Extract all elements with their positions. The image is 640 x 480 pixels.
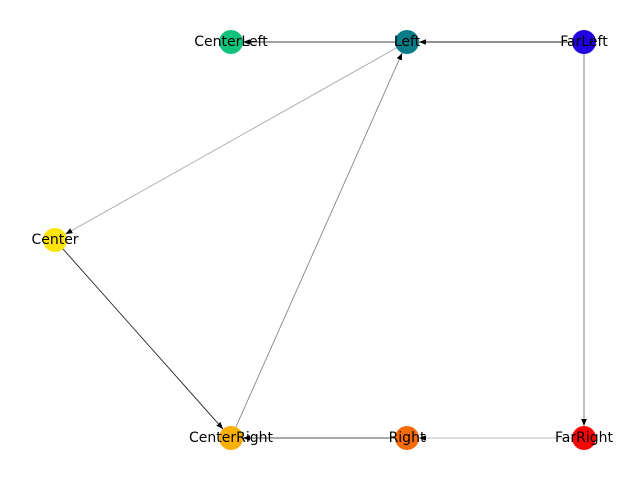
node-centerleft: CenterLeft	[194, 30, 268, 54]
node-label: Right	[389, 430, 426, 446]
node-centerright: CenterRight	[189, 426, 273, 450]
node-label: Left	[394, 34, 421, 50]
node-farright: FarRight	[555, 426, 613, 450]
node-label: FarLeft	[560, 34, 608, 50]
edge-layer	[54, 39, 587, 441]
node-label: CenterLeft	[194, 34, 268, 50]
edge-centerright-to-left	[230, 52, 403, 439]
node-marker	[572, 30, 596, 54]
node-marker	[395, 426, 419, 450]
node-marker	[219, 426, 243, 450]
edge-left-to-center	[65, 41, 408, 235]
node-farleft: FarLeft	[560, 30, 608, 54]
node-marker	[572, 426, 596, 450]
node-marker	[395, 30, 419, 54]
node-left: Left	[394, 30, 421, 54]
node-right: Right	[389, 426, 426, 450]
node-marker	[43, 228, 67, 252]
node-label: Center	[31, 232, 78, 248]
edge-center-to-centerright	[54, 239, 224, 430]
node-label: FarRight	[555, 430, 613, 446]
node-label: CenterRight	[189, 430, 273, 446]
node-center: Center	[31, 228, 79, 252]
node-marker	[219, 30, 243, 54]
